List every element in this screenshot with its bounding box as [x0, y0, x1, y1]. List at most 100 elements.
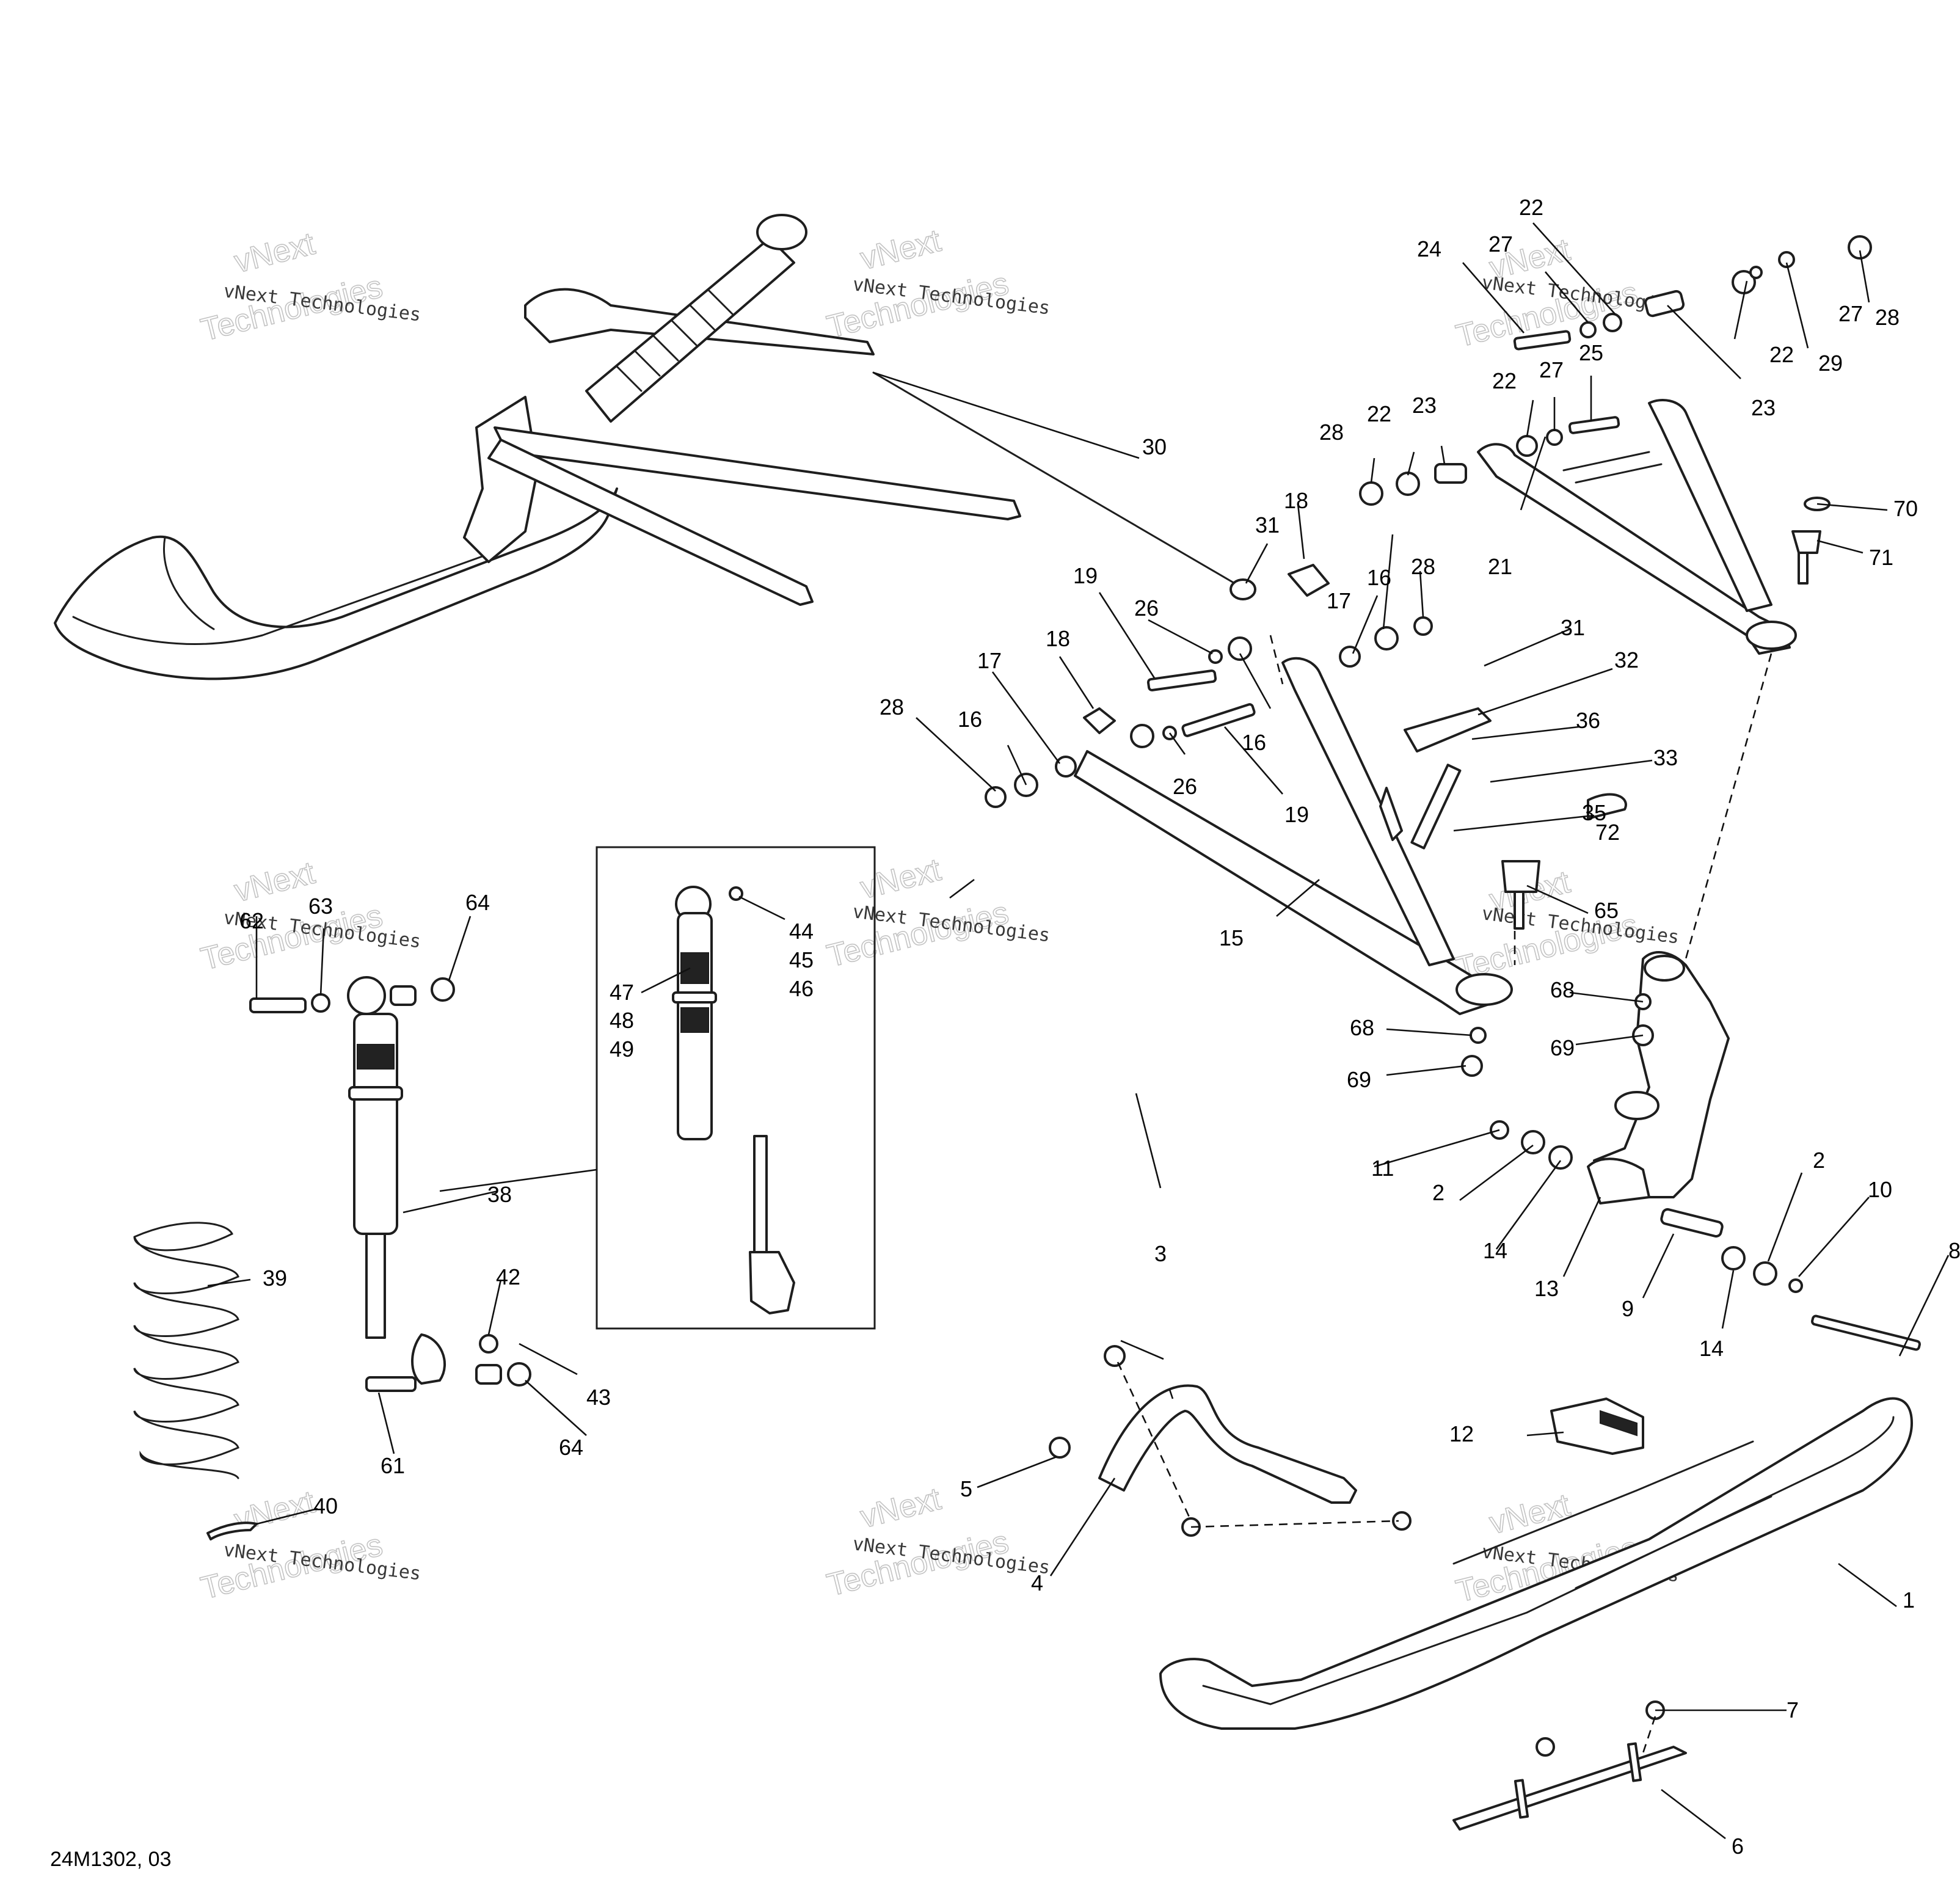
callout-61: 61 — [381, 1453, 405, 1478]
callout-21: 21 — [1488, 554, 1512, 579]
callout-46: 46 — [789, 976, 814, 1001]
callout-22: 22 — [1367, 401, 1391, 426]
callout-43: 43 — [586, 1385, 611, 1410]
callout-9: 9 — [1622, 1296, 1634, 1321]
callout-23: 23 — [1751, 395, 1776, 420]
callout-16: 16 — [958, 707, 982, 732]
callout-27: 27 — [1488, 231, 1513, 257]
callout-69: 69 — [1347, 1067, 1371, 1092]
leader-lines — [207, 222, 1950, 1840]
callout-32: 32 — [1614, 647, 1639, 672]
callout-25: 25 — [1579, 340, 1603, 365]
callout-11: 11 — [1371, 1156, 1394, 1181]
callout-68: 68 — [1350, 1015, 1374, 1040]
assembled-suspension-view — [54, 214, 1256, 680]
coil-spring — [133, 1222, 239, 1479]
callout-19: 19 — [1284, 802, 1309, 827]
spindle — [1587, 951, 1730, 1205]
assembled-lower-a-arm-rear — [487, 439, 814, 606]
callout-26: 26 — [1173, 774, 1197, 799]
lower-a-arm — [1074, 657, 1513, 1015]
shock-absorber — [347, 976, 446, 1385]
callout-31: 31 — [1561, 615, 1585, 640]
callout-42: 42 — [496, 1264, 520, 1289]
callout-5: 5 — [960, 1476, 972, 1501]
detail-lower-eye — [749, 1251, 795, 1314]
callout-71: 71 — [1869, 545, 1893, 570]
figure-id: 24M1302, 03 — [50, 1848, 172, 1871]
callout-64: 64 — [465, 890, 490, 915]
assembled-spindle — [463, 396, 539, 563]
watermark-text: vNext — [857, 223, 945, 277]
shock-bracket — [1379, 787, 1403, 841]
tie-rod — [872, 371, 1241, 588]
watermark-text: vNext — [857, 852, 945, 906]
callout-18: 18 — [1284, 488, 1308, 513]
callout-8: 8 — [1948, 1238, 1960, 1263]
ski-tip-inner — [163, 536, 215, 630]
callout-38: 38 — [487, 1182, 512, 1207]
callout-40: 40 — [313, 1493, 338, 1518]
callout-36: 36 — [1576, 708, 1600, 733]
callout-12: 12 — [1449, 1421, 1474, 1446]
callout-23: 23 — [1412, 393, 1437, 418]
callout-4: 4 — [1031, 1570, 1043, 1595]
tie-rod-end — [1230, 578, 1256, 600]
callout-49: 49 — [610, 1037, 634, 1062]
watermark-text: vNext — [231, 226, 319, 280]
centerlines — [1117, 635, 1772, 1754]
callout-48: 48 — [610, 1008, 634, 1033]
upper-a-arm — [1477, 399, 1797, 655]
callout-62: 62 — [239, 908, 264, 933]
callout-39: 39 — [263, 1266, 287, 1291]
shock-lower-eye — [411, 1333, 446, 1385]
callout-72: 72 — [1595, 820, 1620, 845]
callout-35: 35 — [1582, 800, 1606, 825]
ski-runner — [1452, 1742, 1687, 1831]
hardware — [206, 235, 1921, 1757]
callout-30: 30 — [1142, 434, 1167, 459]
callout-19: 19 — [1073, 563, 1098, 588]
assembled-shock — [585, 214, 807, 423]
callout-63: 63 — [308, 894, 333, 919]
ski-handle — [1098, 1384, 1357, 1504]
detail-box — [596, 846, 876, 1330]
callout-65: 65 — [1594, 898, 1619, 923]
callout-31: 31 — [1255, 512, 1280, 538]
callout-45: 45 — [789, 947, 814, 972]
callout-70: 70 — [1893, 496, 1918, 521]
callout-26: 26 — [1134, 596, 1159, 621]
callout-47: 47 — [610, 980, 634, 1005]
callout-13: 13 — [1534, 1276, 1559, 1301]
callout-27: 27 — [1539, 357, 1564, 382]
shock-band — [357, 1044, 395, 1070]
callout-28: 28 — [1411, 554, 1435, 579]
callout-16: 16 — [1242, 730, 1266, 755]
callout-2: 2 — [1432, 1180, 1444, 1205]
callout-3: 3 — [1154, 1241, 1167, 1266]
callout-68: 68 — [1550, 977, 1575, 1002]
callout-27: 27 — [1838, 301, 1863, 326]
callout-28: 28 — [880, 694, 904, 720]
callout-15: 15 — [1219, 925, 1244, 950]
ball-joint-mount — [1455, 973, 1513, 1006]
ski-pad — [1550, 1398, 1644, 1455]
callout-10: 10 — [1868, 1177, 1892, 1202]
watermark-text: vNext — [857, 1481, 945, 1536]
callout-28: 28 — [1875, 305, 1900, 330]
callout-6: 6 — [1732, 1834, 1744, 1859]
shock-detail — [672, 886, 795, 1314]
callout-28: 28 — [1319, 420, 1344, 445]
ski-inner-line — [72, 549, 502, 645]
callout-7: 7 — [1787, 1697, 1799, 1722]
callout-labels: 1 2 2 3 4 5 6 7 8 9 10 11 12 13 14 14 15… — [239, 195, 1960, 1859]
callout-18: 18 — [1046, 626, 1070, 651]
callout-44: 44 — [789, 919, 814, 944]
callout-17: 17 — [1327, 588, 1351, 613]
callout-24: 24 — [1417, 236, 1441, 261]
callout-14: 14 — [1483, 1238, 1507, 1263]
callout-17: 17 — [977, 648, 1002, 673]
callout-64: 64 — [559, 1435, 583, 1460]
